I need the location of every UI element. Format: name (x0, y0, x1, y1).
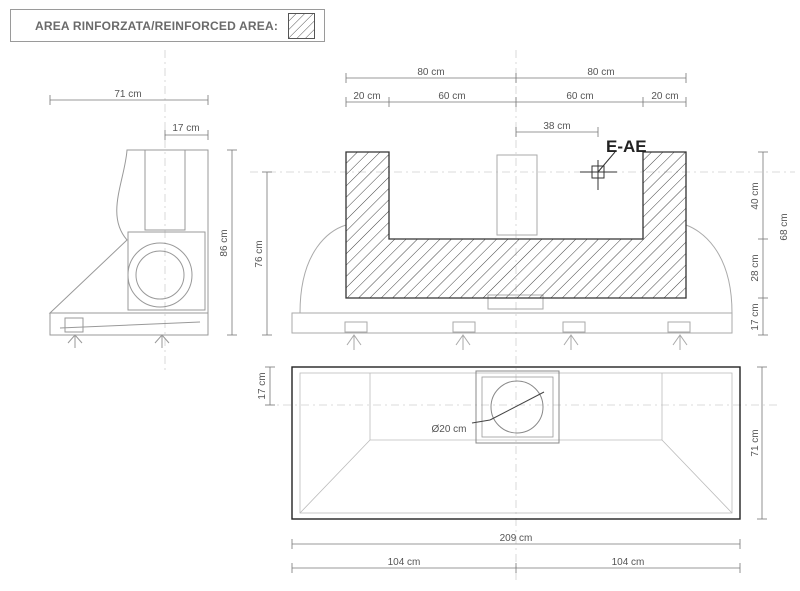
front-left-height: 76 cm (254, 240, 265, 267)
seg-right-outer: 20 cm (651, 91, 678, 102)
diameter-label: Ø20 cm (431, 424, 466, 435)
side-height-label: 86 cm (219, 229, 230, 256)
front-lower-right: 28 cm (750, 254, 761, 281)
seg-left-inner: 60 cm (438, 91, 465, 102)
front-dimensions (262, 73, 768, 336)
plan-total-width: 209 cm (500, 533, 533, 544)
front-total-right: 68 cm (779, 213, 790, 240)
legend-label: AREA RINFORZATA/REINFORCED AREA: (35, 19, 279, 33)
center-lines (164, 50, 795, 580)
front-upper-right: 40 cm (750, 182, 761, 209)
plan-depth: 71 cm (750, 429, 761, 456)
plan-half-left: 104 cm (388, 557, 421, 568)
outlet-marker-icon (580, 151, 617, 190)
plan-view (291, 366, 741, 520)
plan-top-depth: 17 cm (257, 372, 268, 399)
outlet-label: E-AE (606, 137, 647, 156)
plan-dimensions (265, 366, 767, 573)
side-dimensions (49, 95, 237, 336)
seg-left-outer: 20 cm (353, 91, 380, 102)
side-width-label: 71 cm (114, 89, 141, 100)
front-view-body (291, 154, 733, 350)
front-half-left: 80 cm (417, 67, 444, 78)
hatch-swatch-icon (288, 13, 315, 39)
front-half-right: 80 cm (587, 67, 614, 78)
plan-half-right: 104 cm (612, 557, 645, 568)
seg-right-inner: 60 cm (566, 91, 593, 102)
side-flue-label: 17 cm (172, 123, 199, 134)
front-base: 17 cm (750, 303, 761, 330)
reinforced-area-legend: AREA RINFORZATA/REINFORCED AREA: (10, 9, 325, 42)
side-view (48, 149, 209, 348)
reinforced-area (345, 151, 687, 299)
outlet-offset-label: 38 cm (543, 121, 570, 132)
